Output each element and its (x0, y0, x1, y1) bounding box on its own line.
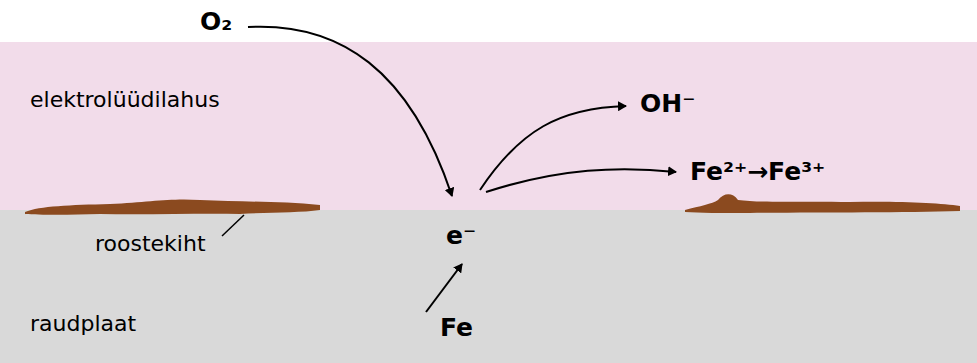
iron-arrow (426, 264, 462, 312)
formula-label: Fe (440, 314, 473, 342)
iron-plate (0, 210, 977, 363)
part-label: roostekiht (95, 232, 206, 256)
region-label: elektrolüüdilahus (30, 88, 220, 112)
rust-layer (685, 194, 960, 213)
formula-label: OH⁻ (640, 90, 695, 118)
iron-ion-arrow (486, 169, 676, 192)
rust-layer (25, 199, 320, 214)
formula-label: O₂ (200, 8, 232, 36)
formula-label: e⁻ (446, 222, 476, 250)
leader-line (222, 215, 244, 236)
hydroxide-arrow (480, 106, 626, 190)
formula-label: Fe²⁺→Fe³⁺ (690, 158, 825, 186)
part-label: raudplaat (30, 312, 136, 336)
oxygen-arrow (248, 27, 452, 196)
electrolyte-band (0, 42, 977, 210)
